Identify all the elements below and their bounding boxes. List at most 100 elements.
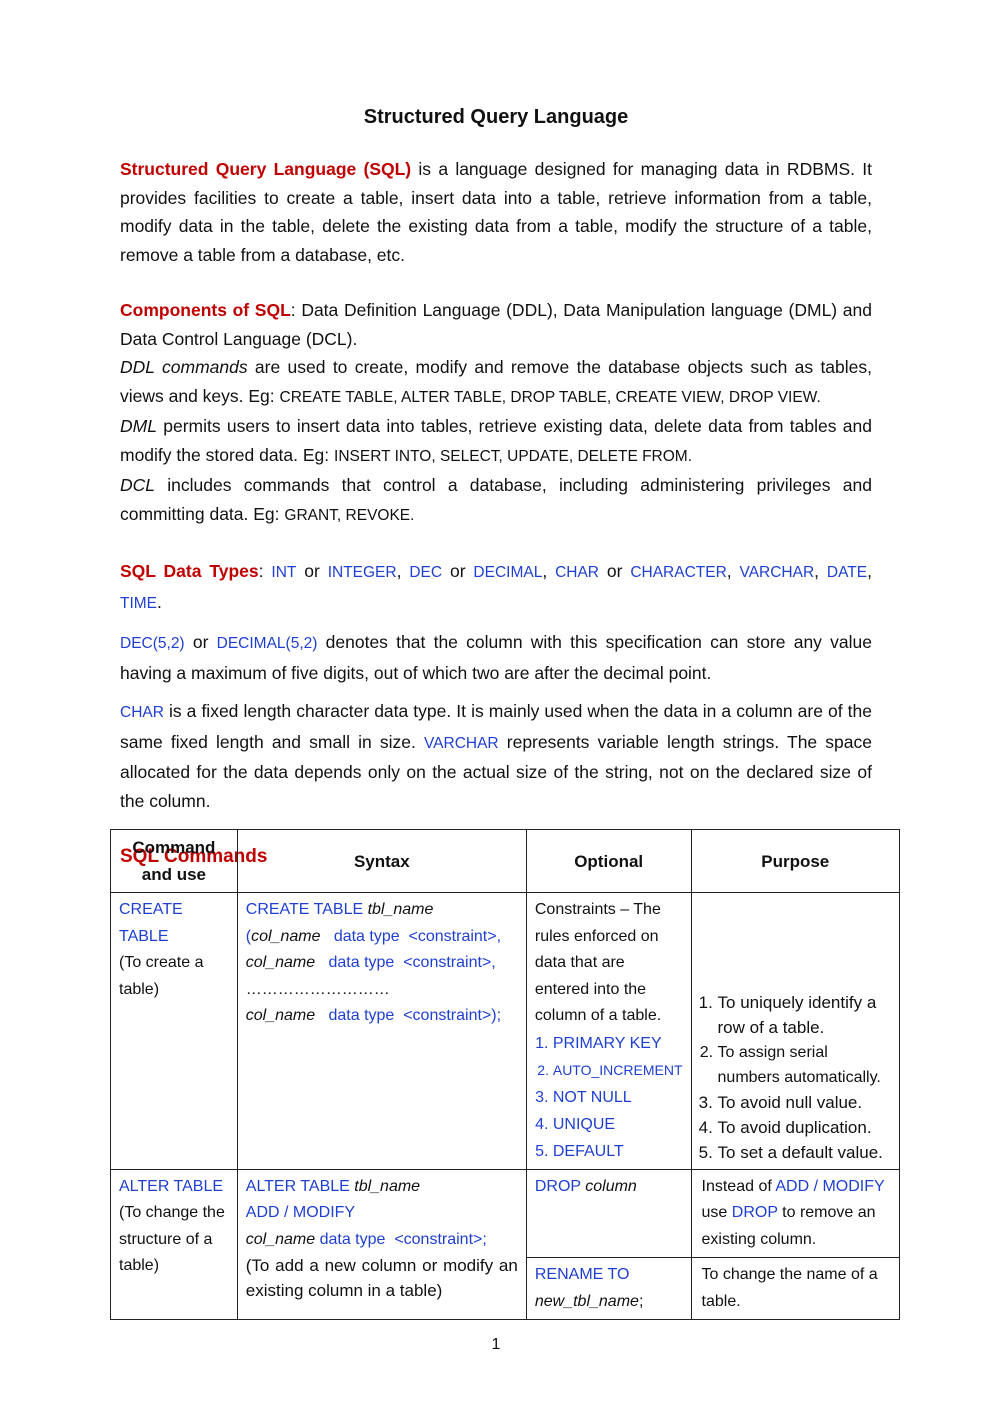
sql-commands-table: Command and use Syntax Optional Purpose … [110,829,901,1320]
dt-decimal: DECIMAL [473,564,543,581]
alter-kw: ALTER TABLE [245,1177,355,1195]
header-command: Command and use [110,829,238,893]
document-page: Structured Query Language Structured Que… [120,106,872,869]
purp-add-modify: ADD / MODIFY [775,1177,885,1195]
constraints-text: Constraints – The rules enforced on data… [534,901,662,1024]
table-row-alter-1: ALTER TABLE (To change the structure of … [110,1168,901,1320]
data-type: data type [328,1007,395,1024]
dml-examples: INSERT INTO, SELECT, UPDATE, DELETE FROM… [334,447,693,465]
dt-char: CHAR [555,564,599,581]
dml-term: DML [120,416,157,436]
create-kw: CREATE TABLE [245,901,368,918]
dt-comma: , [726,561,740,581]
open-paren: ( [245,927,252,945]
varchar-term: VARCHAR [423,734,499,752]
dcl-text: includes commands that control a databas… [120,475,872,524]
create-command-cell: CREATE TABLE (To create a table) [110,892,238,1170]
create-optional-cell: Constraints – The rules enforced on data… [525,892,692,1170]
intro-paragraph: Structured Query Language (SQL) is a lan… [120,155,872,269]
decimal-paragraph: DEC(5,2) or DECIMAL(5,2) denotes that th… [120,628,872,687]
drop-column: column [585,1177,637,1195]
alter-note: (To add a new column or modify an existi… [245,1256,518,1300]
datatypes-paragraph: SQL Data Types: INT or INTEGER, DEC or D… [120,557,872,618]
header-purpose: Purpose [690,829,901,893]
datatypes-term: SQL Data Types [120,561,259,581]
semicolon: ; [638,1292,644,1310]
create-col-line-last: col_name data type <constraint>); [246,1003,518,1030]
constraints-list: PRIMARY KEY AUTO_INCREMENT NOT NULL UNIQ… [535,1030,683,1165]
dt-or: or [442,561,474,581]
list-item: To uniquely identify a row of a table. [718,990,891,1040]
data-type: data type [333,927,400,945]
alter-syntax-cell: ALTER TABLE tbl_name ADD / MODIFY col_na… [236,1168,527,1320]
data-type: data type [328,954,395,971]
dt-comma: , [814,561,827,581]
dt-character: CHARACTER [630,564,727,581]
table-row-create: CREATE TABLE (To create a table) CREATE … [110,892,901,1170]
dcl-examples: GRANT, REVOKE. [284,506,415,524]
dt-period: . [157,591,162,612]
dt-dec: DEC [409,564,443,581]
intro-term: Structured Query Language (SQL) [120,159,412,179]
create-command: CREATE TABLE [119,901,183,945]
list-item: UNIQUE [553,1111,683,1138]
ddl-text: are used to create, modify and remove th… [120,357,873,406]
components-paragraph: Components of SQL: Data Definition Langu… [120,296,872,353]
char-text: is a fixed length character data type. I… [120,701,872,752]
dt-comma: , [867,561,872,581]
alter-optional-drop: DROP column [525,1168,692,1258]
create-dots: ……………………… [245,980,390,998]
components-text: : Data Definition Language (DDL), Data M… [120,300,873,349]
components-term: Components of SQL [120,300,291,320]
alter-command-cell: ALTER TABLE (To change the structure of … [110,1168,238,1320]
ddl-term: DDL commands [120,357,248,377]
dt-colon: : [258,561,272,581]
alter-tbl-name: tbl_name [354,1177,421,1195]
dml-paragraph: DML permits users to insert data into ta… [120,412,872,471]
list-item: NOT NULL [553,1084,683,1111]
alter-col-line: col_name data type <constraint>; [246,1227,518,1254]
drop-kw: DROP [534,1177,586,1195]
alter-use: (To change the structure of a table) [119,1204,225,1274]
constraint: <constraint>, [408,927,502,945]
dcl-term: DCL [120,475,156,495]
table-header-row: Command and use Syntax Optional Purpose [110,829,901,893]
create-tbl-name: tbl_name [367,901,434,918]
col-name: col_name [245,1230,316,1248]
char-term: CHAR [120,704,164,721]
decimal-text: denotes that the column with this specif… [120,632,872,683]
purp-drop: DROP [731,1204,778,1221]
constraint-last: <constraint>); [403,1007,502,1024]
dt-comma: , [542,561,556,581]
list-item: To set a default value. [718,1140,891,1165]
page-title: Structured Query Language [363,106,629,128]
decimal-5-2: DECIMAL(5,2) [216,635,318,652]
alter-command: ALTER TABLE [119,1177,224,1195]
col-name: col_name [251,927,321,945]
dt-int: INT [271,564,297,581]
dt-or: or [598,561,631,581]
list-item: To avoid null value. [718,1090,891,1115]
list-item: To avoid duplication. [718,1115,891,1140]
constraint: <constraint>, [403,954,496,971]
list-item: DEFAULT [553,1138,683,1165]
list-item: To assign serial numbers automatically. [718,1040,891,1090]
col-name: col_name [245,1007,316,1024]
create-syntax-line: CREATE TABLE tbl_name [246,897,518,924]
create-purpose-cell: To uniquely identify a row of a table. T… [690,892,901,1170]
dt-time: TIME [120,594,158,612]
list-item: AUTO_INCREMENT [553,1057,683,1084]
table-row-alter-2: RENAME TO new_tbl_name; To change the na… [111,1257,901,1320]
create-use: (To create a table) [119,954,204,998]
alter-purpose-drop: Instead of ADD / MODIFY use DROP to remo… [690,1168,901,1258]
purpose-list: To uniquely identify a row of a table. T… [700,990,891,1165]
purp-text: Instead of [701,1177,776,1195]
add-modify: ADD / MODIFY [245,1204,356,1221]
dec-5-2: DEC(5,2) [120,635,185,652]
dcl-paragraph: DCL includes commands that control a dat… [120,471,872,530]
char-paragraph: CHAR is a fixed length character data ty… [120,697,872,815]
header-syntax: Syntax [236,829,527,893]
dt-or: or [296,561,328,581]
col-name: col_name [245,954,316,971]
intro-text: is a language designed for managing data… [120,159,872,265]
